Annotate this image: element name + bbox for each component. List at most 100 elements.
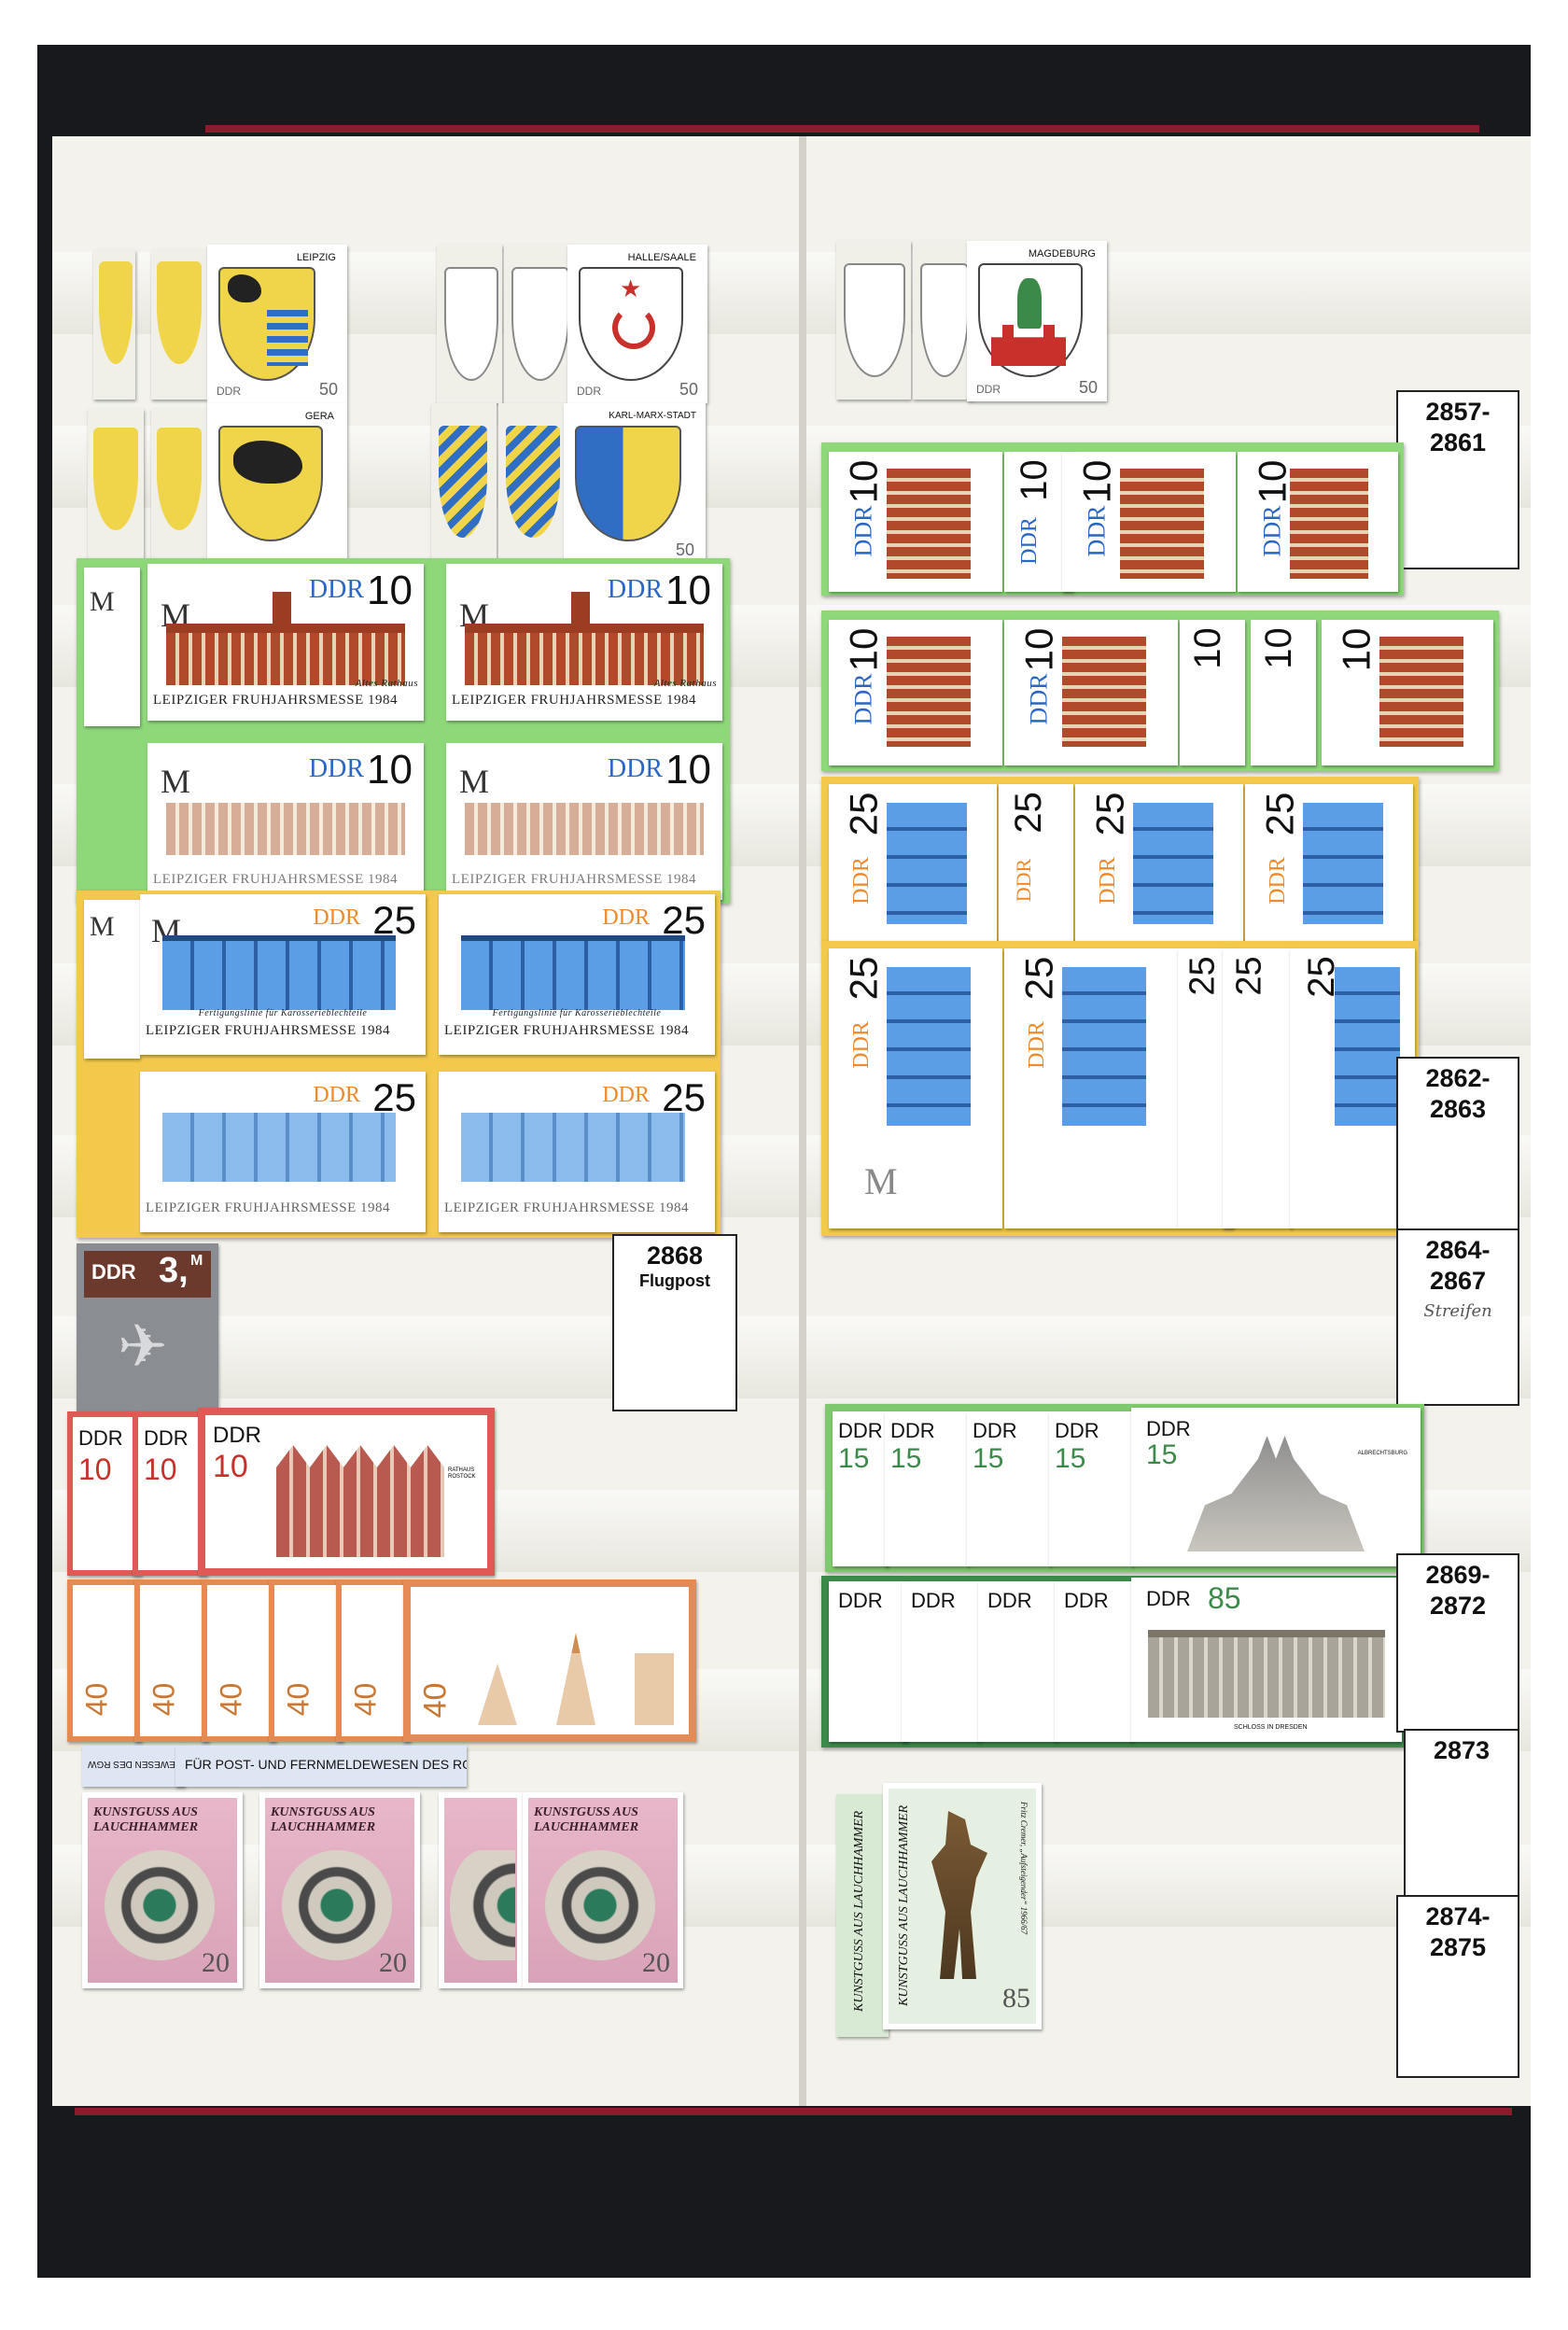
stamp-rostock40: 40 [336,1579,411,1742]
stamp-coat-karl-marx-stadt: KARL-MARX-STADT 50 [564,403,706,564]
building-illustration [166,624,405,685]
stamp-kunstguss: KUNSTGUSS AUS LAUCHHAMMER 20 [82,1792,243,1988]
stamp-value: 10 [665,747,711,793]
stamp-messe25-vertical: 25 DDR [1004,948,1178,1228]
page-gutter [799,136,806,2106]
stamp-flugpost: DDR 3, M ✈ [77,1243,218,1421]
stamp-rgw: FÜR POST- UND FERNMELDEWESEN DES RGW [82,1746,185,1787]
stamp-messe10-vertical: 10 DDR [829,620,1002,765]
stamp-value: 25 [1016,956,1061,1001]
building-illustration [465,624,704,685]
stamp-ddr: DDR [849,505,877,557]
catalog-label-2857: 2857- 2861 [1396,390,1519,569]
building-illustration [1062,637,1146,747]
stamp-coat-karl-marx-stadt [431,403,497,564]
stamp-ddr: DDR [1095,857,1120,905]
stamp-messe25: DDR 25 Fertigungslinie für Karosserieble… [439,894,715,1055]
coat-of-arms [844,263,905,377]
stamp-coat-leipzig [151,250,207,400]
stamp-ddr: DDR [976,383,1001,396]
catalog-number: 2872 [1429,1592,1487,1620]
stamp-messe10: M DDR 10 LEIPZIGER FRUHJAHRSMESSE 1984 [446,743,722,900]
stamp-ddr: DDR [213,1423,261,1448]
catalog-subtitle: Flugpost [639,1271,710,1290]
catalog-label-2864: 2864- 2867 Streifen [1396,1228,1519,1406]
stamp-value: 10 [1250,459,1295,504]
stamp-value: 25 [1087,792,1132,836]
coat-of-arms [575,426,681,541]
stamp-value: 10 [1334,627,1379,672]
place-label: RATHAUS ROSTOCK [448,1467,476,1480]
header-band [84,1251,211,1298]
stamp-rostock10: DDR 10 RATHAUS ROSTOCK [198,1408,495,1576]
stamp-title: KUNSTGUSS AUS LAUCHHAMMER [897,1804,911,2006]
building-illustration [887,637,971,747]
place-label: ALBRECHTSBURG [1357,1451,1407,1456]
stamp-value: 10 [78,1453,112,1486]
stamp-coat-halle [437,245,502,403]
stamp-ddr: DDR [890,1419,935,1442]
stamp-messe25-partial: M [84,900,140,1059]
stamp-ddr: DDR [1025,673,1053,725]
catalog-label-2873: 2873 [1404,1729,1519,1901]
stamp-value: 40 [147,1682,181,1717]
stamp-caption: LEIPZIGER FRUHJAHRSMESSE 1984 [452,693,697,708]
stamp-rostock40: 40 [403,1579,696,1742]
stamp-caption: LEIPZIGER FRUHJAHRSMESSE 1984 [146,1023,391,1038]
stamp-caption: LEIPZIGER FRUHJAHRSMESSE 1984 [153,872,399,887]
coat-of-arms [511,267,569,381]
catalog-label-2868: 2868 Flugpost [612,1234,737,1411]
ornament-illustration [105,1850,215,1960]
stamp-schloss85-partial: DDR [902,1581,980,1742]
catalog-number: 2862- [1425,1064,1491,1092]
stamp-albrechtsburg-partial: DDR 15 [885,1411,969,1566]
stamp-schloss85: DDR 85 SCHLOSS IN DRESDEN [1131,1578,1402,1742]
factory-illustration [1303,803,1383,924]
stamp-value: 40 [79,1682,114,1717]
building-name: Fertigungslinie für Karosserieblechteile [198,1008,368,1018]
stamp-value: 40 [348,1682,383,1717]
stamp-ddr: DDR [1012,858,1036,903]
town-hall-illustration [276,1445,444,1557]
stamp-messe25-vertical: 25 DDR [829,784,997,943]
banner-text: FÜR POST- UND FERNMELDEWESEN DES RGW [88,1759,185,1769]
stamp-rostock40: 40 [202,1579,276,1742]
building-name: Altes Rathaus [355,678,418,689]
stamp-schloss85-partial: DDR [1055,1581,1133,1742]
stamp-messe10-partial: M [84,568,140,726]
stamp-value: 10 [1013,459,1055,501]
stamp-messe25-vertical: 25 [1290,948,1415,1228]
stamp-ddr: DDR [1258,505,1286,557]
building-name: Altes Rathaus [653,678,717,689]
stamp-value: 25 [372,898,416,942]
stamp-coat-karl-marx-stadt [498,403,568,564]
stamp-value: 15 [838,1443,870,1474]
stamp-face [73,1585,136,1736]
stamp-title: KUNSTGUSS AUS LAUCHHAMMER [93,1805,199,1834]
stamp-messe25-vertical: 25 DDR [1075,784,1243,943]
stamp-ddr: DDR [313,1083,360,1107]
stamp-albrechtsburg-partial: DDR 15 [967,1411,1051,1566]
stamp-value: 25 [1007,792,1049,834]
stamp-lauchhammer: KUNSTGUSS AUS LAUCHHAMMER Fritz Cremer, … [883,1783,1042,2029]
stamp-rostock40: 40 [134,1579,209,1742]
stamp-coat-magdeburg: MAGDEBURG DDR 50 [967,241,1107,401]
stamp-ddr: DDR [144,1426,189,1450]
stamp-value: 25 [841,792,886,836]
stamp-ddr: DDR [217,385,241,398]
building-illustration [1290,469,1368,579]
stamp-ddr: DDR [313,905,360,930]
factory-illustration [887,967,971,1126]
stamp-ddr: DDR [1016,517,1042,565]
stamp-rostock10-partial: DDR 10 [133,1411,207,1576]
handwritten-note: Streifen [1423,1301,1492,1321]
coat-of-arms [157,428,202,530]
stamp-messe25-vertical-partial: 25 [1223,948,1292,1228]
messe-logo-icon: M [459,763,490,800]
stamp-ddr: DDR [848,1021,874,1069]
city-label: MAGDEBURG [1028,248,1096,260]
stamp-albrechtsburg: DDR 15 ALBRECHTSBURG [1131,1408,1421,1566]
stamp-value: 15 [973,1443,1004,1474]
stamp-messe10-vertical: 10 DDR [1238,452,1398,592]
stamp-face [342,1585,405,1736]
